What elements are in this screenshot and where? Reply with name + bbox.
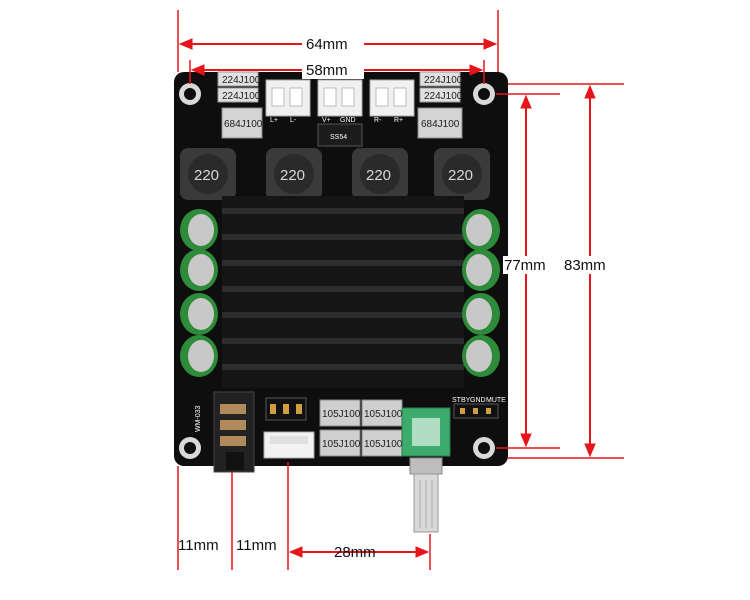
mounting-hole-bottom-left (179, 437, 201, 459)
svg-text:105J100: 105J100 (364, 409, 403, 420)
svg-text:220: 220 (280, 167, 305, 184)
svg-text:684J100: 684J100 (224, 119, 263, 130)
small-capacitor-top-left-1: 224J100 (217, 71, 261, 87)
electrolytic-capacitor-left-4 (180, 335, 218, 377)
svg-text:SS54: SS54 (330, 134, 347, 141)
terminal-right (369, 79, 415, 117)
electrolytic-capacitor-right-1 (462, 209, 500, 251)
svg-text:105J100: 105J100 (364, 439, 403, 450)
svg-text:220: 220 (366, 167, 391, 184)
svg-text:224J100: 224J100 (222, 75, 261, 86)
svg-text:224J100: 224J100 (424, 75, 463, 86)
amplifier-board: 224J100 224J100 224J100 224J100 684J100 … (174, 71, 508, 533)
electrolytic-capacitor-right-2 (462, 249, 500, 291)
svg-text:105J100: 105J100 (322, 409, 361, 420)
dim-label-width-total: 64mm (306, 36, 348, 53)
film-capacitor-bottom-1: 105J100 (319, 399, 361, 427)
svg-text:220: 220 (448, 167, 473, 184)
pin-header (265, 397, 307, 421)
terminal-center (317, 79, 363, 117)
mounting-hole-bottom-right (473, 437, 495, 459)
film-capacitor-right: 684J100 (417, 107, 463, 139)
terminal-label-l-plus: L+ (270, 117, 278, 124)
dim-label-hole-spacing-x: 58mm (306, 62, 348, 79)
electrolytic-capacitor-right-3 (462, 293, 500, 335)
audio-jack (213, 391, 255, 473)
svg-text:224J100: 224J100 (222, 91, 261, 102)
dim-label-pot-offset: 28mm (334, 544, 376, 561)
dim-label-header-offset: 11mm (236, 537, 277, 554)
model-label: WM-033 (195, 405, 202, 432)
mute-header (453, 403, 499, 419)
inductor-2: 220 (266, 148, 322, 200)
diode-ss54: SS54 (317, 123, 363, 147)
svg-text:684J100: 684J100 (421, 119, 460, 130)
electrolytic-capacitor-left-3 (180, 293, 218, 335)
dim-label-hole-spacing-y: 77mm (504, 257, 546, 274)
header-label-mute: MUTE (486, 397, 506, 404)
svg-text:105J100: 105J100 (322, 439, 361, 450)
svg-text:224J100: 224J100 (424, 91, 463, 102)
mounting-hole-top-right (473, 83, 495, 105)
dim-label-jack-offset: 11mm (178, 537, 219, 554)
film-capacitor-bottom-4: 105J100 (361, 429, 403, 457)
header-label-stby: STBY (452, 397, 471, 404)
film-capacitor-bottom-3: 105J100 (319, 429, 361, 457)
inductor-3: 220 (352, 148, 408, 200)
header-label-gnd: GND (470, 397, 486, 404)
terminal-left (265, 79, 311, 117)
mounting-hole-top-left (179, 83, 201, 105)
terminal-label-r-plus: R+ (394, 117, 403, 124)
dim-label-height-total: 83mm (564, 257, 606, 274)
film-capacitor-left: 684J100 (221, 107, 263, 139)
svg-text:220: 220 (194, 167, 219, 184)
film-capacitor-bottom-2: 105J100 (361, 399, 403, 427)
small-capacitor-top-left-2: 224J100 (217, 87, 261, 103)
terminal-label-l-minus: L- (290, 117, 297, 124)
input-connector (263, 431, 315, 459)
electrolytic-capacitor-left-2 (180, 249, 218, 291)
electrolytic-capacitor-right-4 (462, 335, 500, 377)
small-capacitor-top-right-2: 224J100 (419, 87, 463, 103)
volume-potentiometer[interactable] (401, 407, 451, 533)
heatsink (222, 196, 464, 388)
inductor-1: 220 (180, 148, 236, 200)
terminal-label-v-plus: V+ (322, 117, 331, 124)
inductor-4: 220 (434, 148, 490, 200)
small-capacitor-top-right-1: 224J100 (419, 71, 463, 87)
electrolytic-capacitor-left-1 (180, 209, 218, 251)
terminal-label-r-minus: R- (374, 117, 382, 124)
terminal-label-gnd: GND (340, 117, 356, 124)
